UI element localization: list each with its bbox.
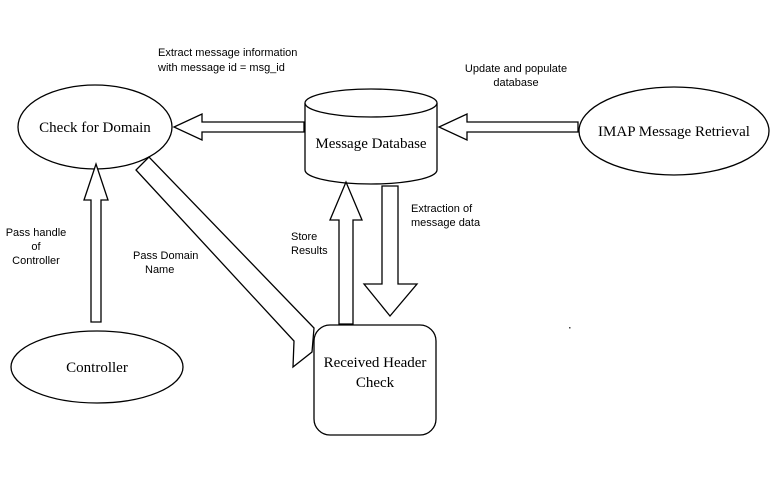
extraction-line2: message data [411,217,481,229]
update-db-line2: database [493,77,538,89]
node-imap-message-retrieval: IMAP Message Retrieval [578,86,770,176]
pass-domain-line1: Pass Domain [133,250,198,262]
label-store-results: Store Results [291,231,328,257]
node-message-database: Message Database [304,88,438,185]
imap-label: IMAP Message Retrieval [598,124,750,140]
arrow-db-to-check-domain [172,112,305,142]
arrow-db-to-received-header [362,185,419,318]
stray-dot [569,327,571,329]
store-results-line2: Results [291,245,328,257]
node-controller: Controller [10,330,184,404]
node-check-for-domain: Check for Domain [17,84,173,170]
label-extraction-of-message-data: Extraction of message data [411,203,481,229]
node-received-header-check: Received Header Check [313,324,437,436]
pass-handle-line1: Pass handle [6,227,67,239]
label-pass-domain-name: Pass Domain Name [133,250,198,276]
message-database-label: Message Database [315,136,427,152]
arrow-received-header-to-db [329,180,363,325]
extraction-line1: Extraction of [411,203,473,215]
arrow-controller-to-check-domain [83,161,109,323]
extract-info-line2: with message id = msg_id [157,62,285,74]
update-db-line1: Update and populate [465,63,567,75]
pass-handle-line2: of [31,241,41,253]
arrow-check-domain-to-received-header [135,156,315,369]
pass-handle-line3: Controller [12,255,60,267]
check-for-domain-label: Check for Domain [39,120,151,136]
label-extract-message-information: Extract message information with message… [157,47,297,74]
received-header-label-line1: Received Header [324,355,427,371]
extract-info-line1: Extract message information [158,47,297,59]
pass-domain-line2: Name [145,264,174,276]
received-header-label-line2: Check [356,375,395,391]
controller-label: Controller [66,360,128,376]
arrow-imap-to-db [437,112,579,142]
label-update-and-populate: Update and populate database [465,63,567,89]
store-results-line1: Store [291,231,317,243]
label-pass-handle-of-controller: Pass handle of Controller [6,227,67,267]
